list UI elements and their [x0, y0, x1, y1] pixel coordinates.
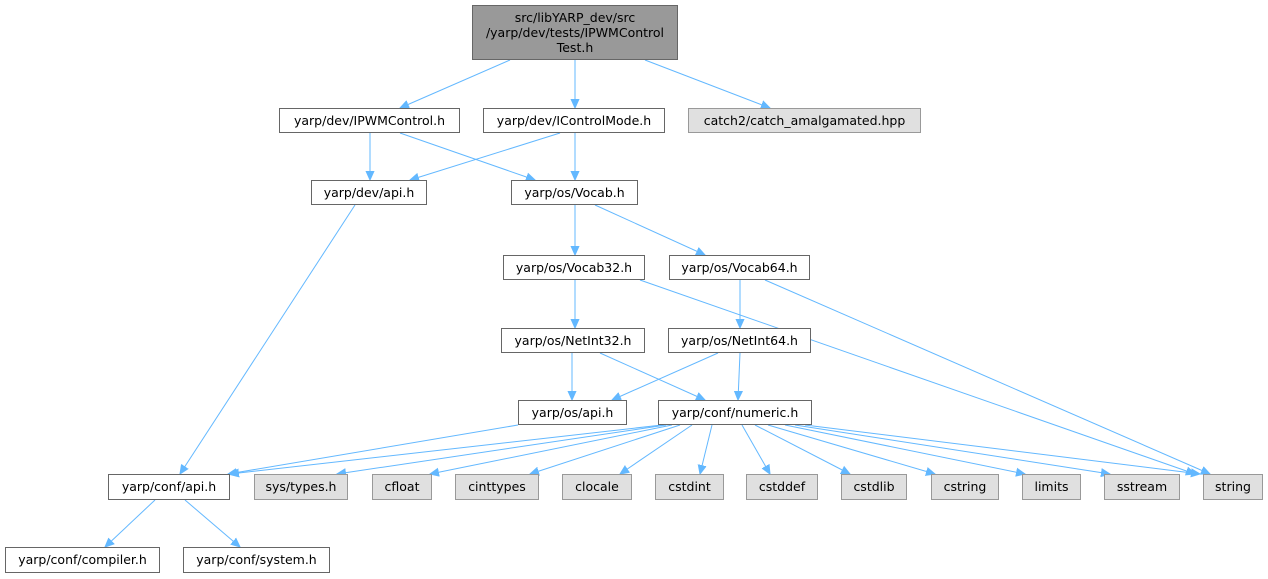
dependency-edge-22 [430, 424, 673, 474]
dependency-edge-20 [230, 424, 663, 474]
node-conf-compiler-h[interactable]: yarp/conf/compiler.h [5, 547, 160, 573]
node-cstdlib: cstdlib [841, 474, 907, 500]
node-cinttypes: cinttypes [455, 474, 539, 500]
node-cstdint: cstdint [655, 474, 724, 500]
node-sstream: sstream [1104, 474, 1180, 500]
node-vocab-h[interactable]: yarp/os/Vocab.h [511, 180, 638, 205]
dependency-edge-5 [399, 132, 535, 180]
node-cstddef: cstddef [746, 474, 818, 500]
node-conf-system-h[interactable]: yarp/conf/system.h [183, 547, 330, 573]
dependency-edge-19 [228, 424, 519, 474]
node-sys-types-h: sys/types.h [254, 474, 348, 500]
dependency-edge-25 [700, 424, 713, 474]
root-file-node: src/libYARP_dev/src /yarp/dev/tests/IPWM… [472, 5, 678, 60]
dependency-edge-26 [741, 424, 770, 474]
dependency-edge-13 [639, 279, 1195, 474]
dependency-edge-31 [804, 424, 1200, 474]
dependency-edge-30 [794, 424, 1110, 474]
dependency-edge-18 [738, 352, 740, 400]
dependency-edge-29 [784, 424, 1025, 474]
node-cfloat: cfloat [372, 474, 432, 500]
dependency-edge-6 [410, 132, 561, 180]
node-clocale: clocale [562, 474, 632, 500]
node-os-api-h[interactable]: yarp/os/api.h [518, 400, 627, 425]
dependency-edge-28 [767, 424, 935, 474]
dependency-edge-3 [644, 59, 770, 108]
dependency-edge-17 [612, 352, 719, 400]
dependency-edge-23 [530, 424, 681, 474]
node-conf-numeric-h[interactable]: yarp/conf/numeric.h [658, 400, 812, 425]
node-icontrolmode-h[interactable]: yarp/dev/IControlMode.h [483, 108, 665, 133]
node-cstring: cstring [931, 474, 999, 500]
dependency-edge-10 [594, 204, 705, 255]
node-netint32-h[interactable]: yarp/os/NetInt32.h [501, 328, 645, 353]
node-vocab32-h[interactable]: yarp/os/Vocab32.h [503, 255, 645, 280]
dependency-edge-32 [105, 499, 156, 547]
dependency-edge-1 [400, 59, 511, 108]
dependency-edge-16 [599, 352, 705, 400]
node-netint64-h[interactable]: yarp/os/NetInt64.h [668, 328, 811, 353]
dependency-edge-33 [184, 499, 240, 547]
dependency-edge-21 [337, 424, 667, 474]
node-limits: limits [1022, 474, 1081, 500]
dependency-edge-24 [620, 424, 693, 474]
node-vocab64-h[interactable]: yarp/os/Vocab64.h [669, 255, 810, 280]
node-ipwmcontrol-h[interactable]: yarp/dev/IPWMControl.h [279, 108, 460, 133]
node-string: string [1203, 474, 1263, 500]
node-conf-api-h[interactable]: yarp/conf/api.h [108, 474, 230, 500]
node-dev-api-h[interactable]: yarp/dev/api.h [311, 180, 427, 205]
dependency-edge-27 [754, 424, 850, 474]
dependency-edge-8 [180, 204, 356, 474]
dependency-edge-14 [764, 279, 1210, 474]
node-catch2-amalgamated-hpp: catch2/catch_amalgamated.hpp [688, 108, 921, 133]
